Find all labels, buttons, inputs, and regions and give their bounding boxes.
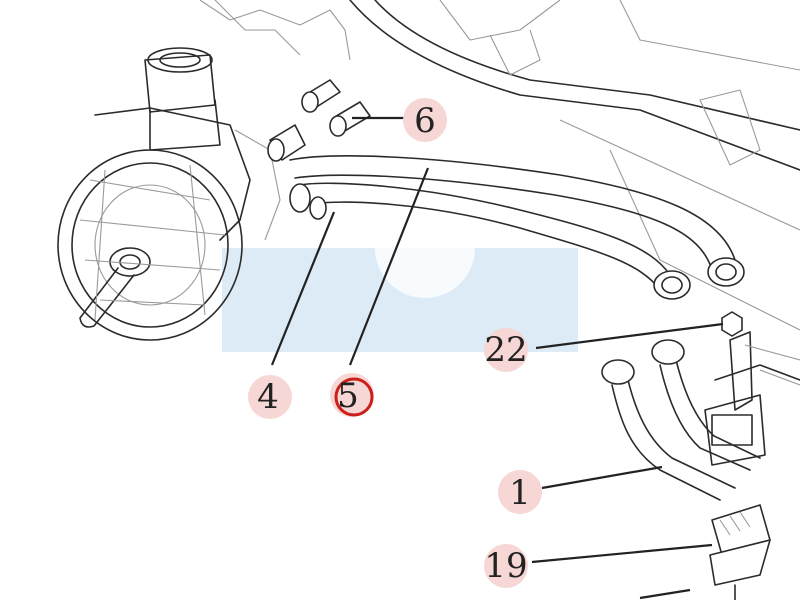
hose-1 — [601, 339, 761, 501]
callout-label-1: 1 — [509, 473, 531, 513]
hose-4 — [299, 182, 671, 291]
leader-4 — [270, 211, 336, 366]
bracket-assembly — [704, 311, 800, 466]
callout-6[interactable]: 6 — [403, 98, 447, 142]
callout-label-4: 4 — [257, 377, 279, 417]
leader-arrow — [639, 588, 691, 600]
frame — [349, 0, 800, 331]
callout-label-6: 6 — [414, 101, 436, 141]
hose-end-fittings — [289, 183, 745, 300]
highlight-ring — [334, 377, 374, 417]
pump-assembly — [57, 0, 351, 341]
callout-label-22: 22 — [484, 330, 527, 370]
clamp-19 — [709, 504, 771, 600]
hose-5 — [289, 155, 736, 271]
leader-1 — [541, 465, 663, 490]
callout-label-5: 5 — [337, 376, 359, 416]
leader-22 — [535, 322, 724, 350]
callout-label-19: 19 — [484, 546, 527, 586]
leader-lines — [270, 116, 724, 600]
leader-19 — [531, 543, 713, 564]
callout-22[interactable]: 22 — [484, 328, 528, 372]
watermark-logo — [222, 248, 578, 352]
callout-5[interactable]: 5 — [330, 373, 374, 417]
callout-4[interactable]: 4 — [248, 375, 292, 419]
callout-19[interactable]: 19 — [484, 544, 528, 588]
leader-5 — [348, 167, 430, 366]
fitting-group — [267, 79, 371, 162]
callout-1[interactable]: 1 — [498, 470, 542, 514]
